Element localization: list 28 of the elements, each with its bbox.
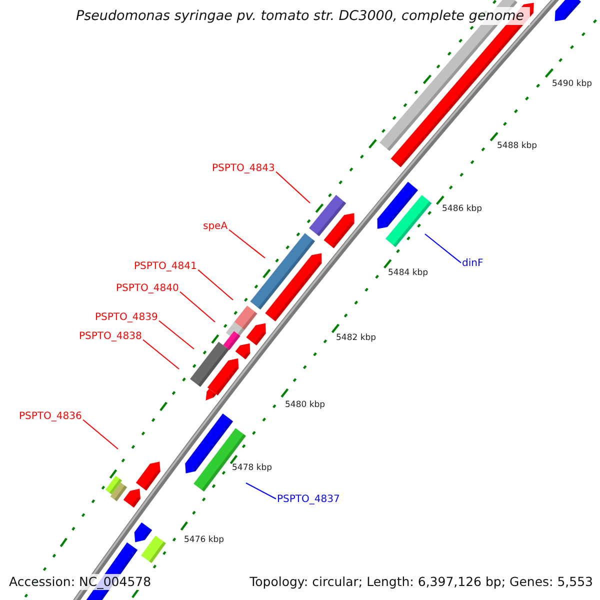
scale-label: 5484 kbp [388, 268, 428, 279]
scale-label: 5488 kbp [497, 141, 538, 152]
gene-label: PSPTO_4836 [19, 410, 82, 423]
gene-label: dinF [462, 257, 484, 270]
scale-label: 5486 kbp [442, 204, 482, 215]
leader-line [180, 291, 216, 322]
leader-line [142, 339, 180, 370]
scale-label: 5478 kbp [232, 463, 272, 474]
accession-text: Accession: NC_004578 [7, 574, 154, 590]
scale-label: 5482 kbp [336, 333, 376, 344]
gene-label: PSPTO_4838 [79, 330, 142, 343]
leader-line [82, 419, 118, 450]
scale-label: 5490 kbp [552, 79, 592, 90]
genome-summary-text: Topology: circular; Length: 6,397,126 bp; Genes: 5,553 [248, 574, 595, 590]
gene-label: PSPTO_4839 [95, 311, 158, 324]
leader-line [424, 234, 462, 264]
scale-label: 5476 kbp [184, 535, 224, 546]
gene-label: PSPTO_4840 [116, 282, 179, 295]
leader-line [246, 482, 276, 500]
leader-line [198, 269, 234, 300]
gene-label: speA [203, 220, 228, 233]
leader-line [228, 229, 266, 258]
gene-label: PSPTO_4843 [212, 162, 275, 175]
gene-label: PSPTO_4841 [134, 260, 197, 273]
gene-label: PSPTO_4837 [277, 493, 340, 506]
leader-line [276, 171, 310, 204]
leader-line [158, 320, 194, 350]
scale-label: 5480 kbp [285, 400, 326, 411]
